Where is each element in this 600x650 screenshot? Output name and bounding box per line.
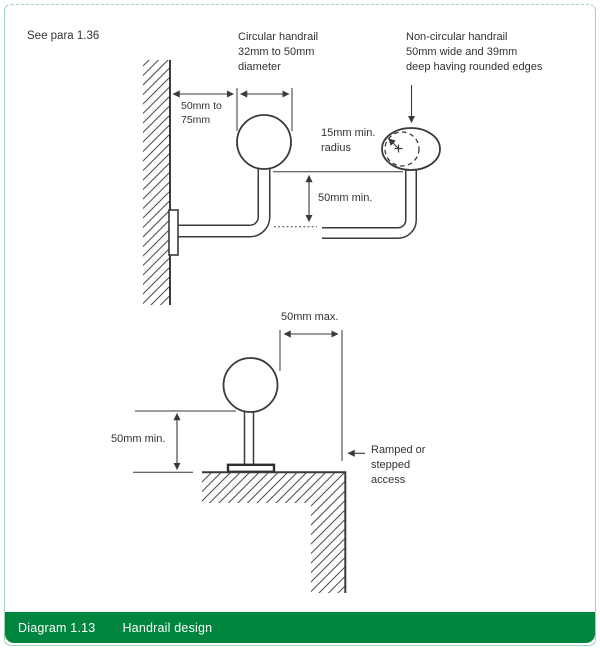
ground-step bbox=[202, 471, 347, 593]
wall-bracket-plate bbox=[168, 209, 179, 256]
diagram-number: Diagram 1.13 bbox=[18, 620, 96, 635]
reference-note: See para 1.36 bbox=[27, 30, 100, 42]
ground-surface-line bbox=[202, 471, 347, 593]
circular-handrail-assembly bbox=[168, 114, 292, 256]
ground-hatch bbox=[202, 472, 345, 593]
center-plus-mark bbox=[394, 144, 403, 153]
access-label: Ramped or stepped access bbox=[371, 444, 426, 486]
wall-hatch bbox=[143, 60, 170, 305]
noncircular-handrail-assembly bbox=[322, 127, 441, 239]
bracket-tube-fill bbox=[178, 168, 269, 236]
circular-handrail-section bbox=[236, 114, 292, 170]
dim-height-above bbox=[133, 410, 236, 473]
wall-gap-dim-label: 50mm to 75mm bbox=[181, 100, 222, 126]
dim-wall-gap bbox=[172, 88, 293, 131]
post-handrail-assembly bbox=[222, 357, 279, 473]
radius-arrow bbox=[388, 138, 399, 149]
noncircular-handrail-label: Non-circular handrail 50mm wide and 39mm… bbox=[406, 31, 543, 73]
diagram-caption-bar: Diagram 1.13 Handrail design bbox=[5, 612, 595, 643]
bracket-tube-outline bbox=[178, 168, 271, 238]
radius-dashed-circle bbox=[384, 131, 420, 167]
radius-dim-label: 15mm min. radius bbox=[321, 127, 376, 154]
dim-clearance bbox=[273, 171, 403, 228]
noncircular-handrail-section bbox=[381, 127, 441, 171]
dim-top-extension bbox=[279, 330, 343, 461]
circular-handrail-section-lower bbox=[222, 357, 279, 413]
stem-tube-fill bbox=[322, 168, 416, 238]
diagram-title: Handrail design bbox=[122, 620, 213, 635]
clearance-dim-label: 50mm min. bbox=[318, 192, 373, 204]
height-dim-label: 50mm min. bbox=[111, 433, 166, 445]
top-extension-dim-label: 50mm max. bbox=[281, 311, 339, 323]
base-plate bbox=[226, 463, 276, 473]
wall-section bbox=[143, 60, 171, 305]
circular-handrail-label: Circular handrail 32mm to 50mm diameter bbox=[238, 31, 319, 73]
